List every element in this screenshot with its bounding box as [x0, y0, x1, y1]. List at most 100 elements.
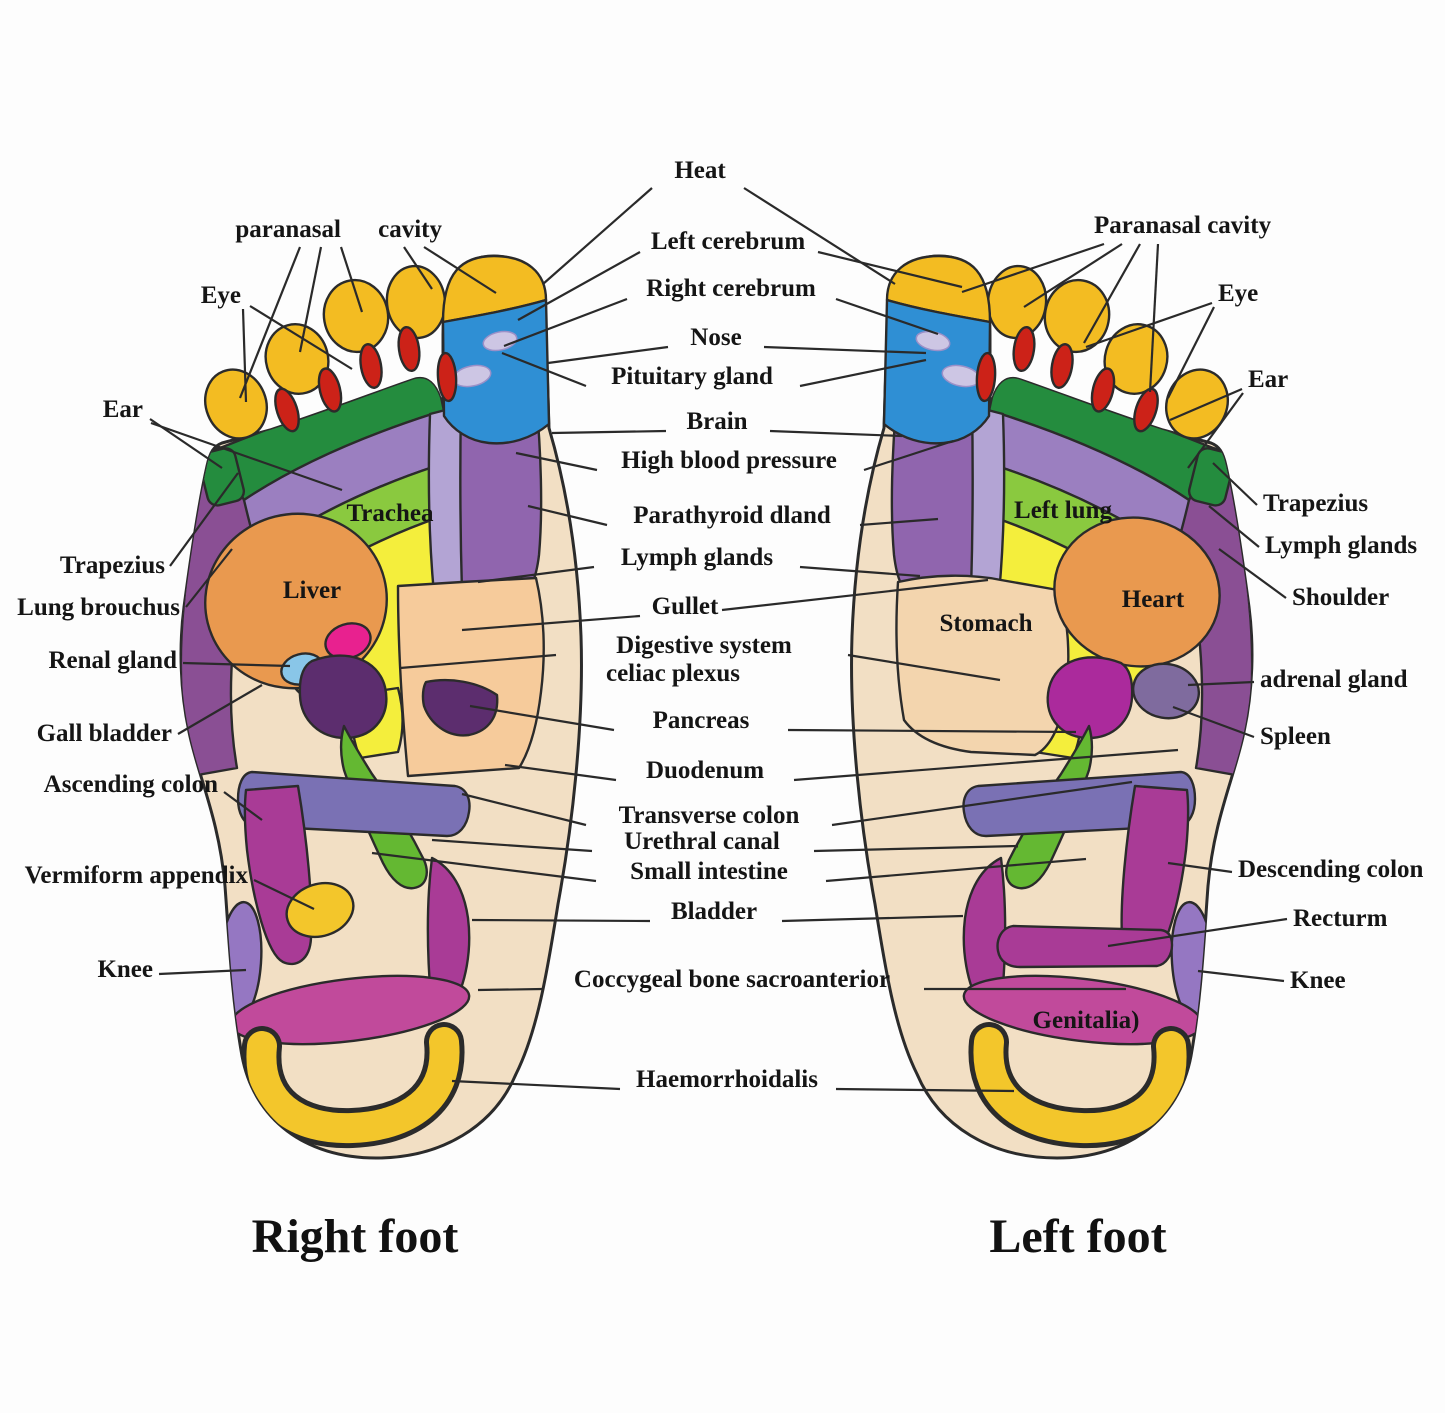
leader-line [182, 661, 291, 668]
leader-line [542, 187, 653, 285]
leader-line [371, 851, 597, 883]
label-bladder: Bladder [671, 898, 757, 925]
label-high-blood-pressure: High blood pressure [621, 447, 837, 474]
leader-line [799, 358, 927, 388]
leader-line [1167, 861, 1233, 874]
leader-line [835, 1087, 1015, 1093]
leader-line [743, 187, 896, 285]
label-vermiform-appendix: Vermiform appendix [25, 862, 249, 889]
right-foot [179, 254, 583, 1160]
label-transverse-colon: Transverse colon [619, 802, 800, 829]
label-parathyroid-dland: Parathyroid dland [633, 502, 831, 529]
label-genitalia: Genitalia) [1033, 1007, 1140, 1034]
leader-line [551, 429, 667, 435]
leader-line [1083, 243, 1141, 344]
left-foot [850, 254, 1254, 1160]
label-nose: Nose [690, 324, 741, 351]
label-adrenal-gland: adrenal gland [1260, 666, 1408, 693]
left-foot-title: Left foot [989, 1210, 1166, 1263]
label-left-cerebrum: Left cerebrum [651, 228, 806, 255]
leader-line [1169, 387, 1243, 422]
right-foot-title: Right foot [252, 1210, 459, 1263]
leader-line [799, 565, 921, 578]
leader-line [769, 429, 903, 438]
leader-line [517, 251, 641, 321]
leader-line [423, 246, 497, 294]
leader-line [1085, 301, 1213, 349]
label-lymph-glands: Lymph glands [1265, 532, 1417, 559]
leader-line [1208, 505, 1260, 548]
label-heat: Heat [674, 157, 726, 184]
leader-line [961, 242, 1105, 294]
zone-vermiform-appendix [285, 881, 355, 939]
label-shoulder: Shoulder [1292, 584, 1389, 611]
label-gullet: Gullet [652, 593, 719, 620]
leader-line [1023, 243, 1123, 308]
label-left-lung: Left lung [1014, 497, 1112, 524]
leader-line [1107, 917, 1288, 948]
label-urethral-canal: Urethral canal [624, 828, 780, 855]
leader-line [403, 246, 433, 290]
zone-rectum-band [996, 924, 1174, 969]
leader-line [847, 653, 1001, 682]
label-eye: Eye [1218, 280, 1258, 307]
leader-line [298, 246, 323, 353]
label-lung-brouchus: Lung brouchus [17, 594, 180, 621]
label-ear: Ear [1248, 366, 1288, 393]
label-ear: Ear [103, 396, 143, 423]
leader-line [763, 345, 927, 355]
label-small-intestine: Small intestine [630, 858, 788, 885]
leader-line [249, 305, 353, 370]
leader-line [515, 451, 598, 472]
label-trachea: Trachea [346, 500, 434, 527]
zone-pancreas [421, 678, 499, 737]
label-eye: Eye [201, 282, 241, 309]
leader-line [158, 968, 247, 976]
label-spleen: Spleen [1260, 723, 1331, 750]
label-paranasal: paranasal [235, 216, 341, 243]
leader-line [504, 763, 617, 782]
leader-line [177, 684, 263, 735]
leader-line [1187, 680, 1255, 687]
leader-line [169, 472, 239, 567]
label-trapezius: Trapezius [60, 552, 165, 579]
leader-line [241, 308, 248, 403]
label-liver: Liver [283, 577, 341, 604]
label-pancreas: Pancreas [653, 707, 750, 734]
leader-line [253, 879, 315, 910]
leader-line [813, 844, 1019, 853]
leader-line [477, 987, 544, 992]
leader-line [835, 297, 939, 336]
label-knee: Knee [97, 956, 153, 983]
label-stomach: Stomach [939, 610, 1032, 637]
leader-line [399, 653, 557, 670]
leader-line [1187, 392, 1244, 469]
label-gall-bladder: Gall bladder [37, 720, 172, 747]
label-haemorrhoidalis: Haemorrhoidalis [636, 1066, 818, 1093]
label-recturm: Recturm [1293, 905, 1388, 932]
zone-stomach [895, 574, 1070, 757]
label-brain: Brain [686, 408, 747, 435]
label-descending-colon: Descending colon [1238, 856, 1424, 883]
leader-line [477, 565, 595, 584]
label-right-cerebrum: Right cerebrum [646, 275, 816, 302]
leader-line [527, 504, 608, 527]
leader-line [1212, 462, 1258, 506]
label-coccygeal-bone-sacroanterior: Coccygeal bone sacroanterior [574, 966, 890, 993]
label-heart: Heart [1122, 586, 1185, 613]
label-knee: Knee [1290, 967, 1346, 994]
label-ascending-colon: Ascending colon [44, 771, 218, 798]
leader-line [793, 748, 1179, 782]
leader-line [863, 439, 954, 472]
leader-line [825, 857, 1087, 883]
label-renal-gland: Renal gland [48, 647, 177, 674]
label-lymph-glands: Lymph glands [621, 544, 773, 571]
leader-line [431, 838, 593, 853]
leader-line [150, 421, 343, 492]
leader-line [1148, 243, 1160, 393]
leader-line [461, 614, 641, 632]
leader-line [223, 791, 263, 821]
leader-line [451, 1079, 621, 1091]
leader-lines [149, 187, 1288, 1093]
leader-line [185, 548, 233, 608]
